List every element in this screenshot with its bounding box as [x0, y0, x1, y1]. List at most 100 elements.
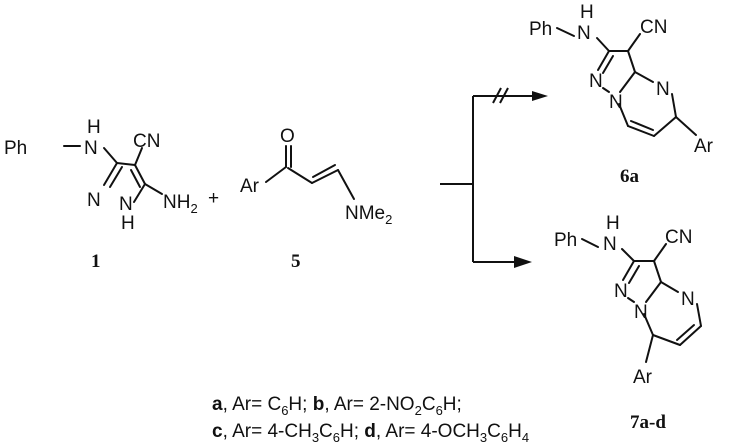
- amine-n-label: N: [84, 138, 98, 159]
- bond: [312, 164, 336, 178]
- aryl-label: Ar: [240, 176, 260, 197]
- subscript-run: 4: [522, 430, 529, 445]
- bond: [133, 183, 146, 203]
- main-arrow-head: [514, 256, 532, 268]
- amine-h-label: H: [580, 2, 594, 23]
- amine-n-label: N: [577, 23, 591, 44]
- series-letter: a: [212, 394, 223, 415]
- amine-n-label: N: [603, 234, 617, 255]
- bond: [627, 125, 655, 137]
- text-run: C: [319, 421, 333, 442]
- text-run: H: [508, 421, 522, 442]
- blocked-slash: [499, 87, 509, 104]
- series-letter: d: [364, 421, 376, 442]
- bond: [628, 265, 640, 284]
- amine-h-label: H: [606, 213, 620, 234]
- compound-5-structure: [265, 145, 355, 200]
- bond: [130, 169, 141, 188]
- bond: [627, 50, 636, 73]
- bond: [596, 37, 610, 52]
- amino-label: NH2: [163, 192, 198, 216]
- nitrile-label: CN: [133, 131, 160, 152]
- compound-5-number: 5: [291, 251, 301, 272]
- ring-nh-label: N: [119, 194, 133, 215]
- text-run: , Ar= 4-OCH: [376, 421, 480, 442]
- ring-n-label: N: [614, 281, 628, 302]
- nitrile-label: CN: [640, 17, 667, 38]
- bond: [660, 281, 679, 293]
- aryl-label: Ar: [694, 136, 714, 157]
- bond: [597, 50, 610, 71]
- ring-n-label: N: [87, 190, 101, 211]
- bridgehead-n-label: N: [609, 92, 623, 113]
- product-6a-number: 6a: [620, 166, 640, 187]
- bond: [653, 243, 667, 262]
- bond: [622, 260, 635, 281]
- text-run: , Ar= C: [223, 394, 282, 415]
- phenyl-label: Ph: [554, 230, 577, 251]
- bond: [671, 93, 677, 118]
- bond: [653, 116, 677, 137]
- bond: [676, 324, 695, 341]
- bond: [627, 33, 641, 52]
- subscript-run: 2: [415, 403, 422, 418]
- product-6a-structure: [556, 27, 697, 137]
- bond: [556, 27, 575, 37]
- subscript-run: 6: [281, 403, 288, 418]
- bond: [134, 164, 146, 185]
- bond: [696, 303, 702, 327]
- bond: [653, 260, 662, 283]
- ring-nh-h-label: H: [121, 213, 135, 234]
- bond: [103, 162, 118, 186]
- bond: [618, 103, 629, 127]
- bond: [652, 334, 681, 346]
- subscript-run: 6: [436, 403, 443, 418]
- series-letter: c: [212, 421, 223, 442]
- bond: [645, 281, 662, 303]
- bond: [265, 166, 287, 183]
- series-letter: b: [313, 394, 325, 415]
- compound-1-number: 1: [91, 251, 101, 272]
- text-run: H;: [288, 394, 312, 415]
- bond: [337, 169, 355, 200]
- bond: [581, 238, 599, 248]
- bond: [619, 71, 636, 93]
- bond: [287, 167, 313, 184]
- bond: [643, 313, 654, 336]
- blocked-arrow-head: [532, 91, 548, 101]
- bond: [144, 183, 163, 195]
- dimethylamino-label: NMe2: [345, 203, 392, 227]
- text-run: , Ar= 4-CH: [223, 421, 312, 442]
- ring-n-label: N: [589, 71, 603, 92]
- subscript-run: 3: [480, 430, 487, 445]
- bond: [621, 248, 635, 262]
- bond: [116, 162, 136, 166]
- bridgehead-n-label: N: [634, 302, 648, 323]
- bond: [645, 334, 654, 363]
- carbonyl-o-label: O: [280, 126, 295, 147]
- pyrimidine-n-label: N: [681, 289, 695, 310]
- bond: [627, 297, 635, 303]
- substituent-line-1: a, Ar= C6H; b, Ar= 2-NO2C6H;: [212, 394, 462, 418]
- bond: [109, 166, 123, 188]
- text-run: H;: [340, 421, 364, 442]
- product-7-structure: [581, 238, 702, 363]
- subscript-run: 6: [333, 430, 340, 445]
- phenyl-label: Ph: [4, 138, 27, 159]
- phenyl-label: Ph: [529, 19, 552, 40]
- bond: [630, 120, 654, 131]
- text-run: C: [422, 394, 436, 415]
- compound-1-structure: [63, 145, 163, 203]
- subscript-run: 6: [501, 430, 508, 445]
- blocked-slash: [492, 87, 502, 104]
- text-run: C: [487, 421, 501, 442]
- aryl-label: Ar: [633, 367, 653, 388]
- bond: [134, 147, 143, 166]
- subscript-run: 3: [312, 430, 319, 445]
- amine-h-label: H: [87, 117, 101, 138]
- reaction-arrows: [440, 87, 548, 268]
- bond: [103, 147, 118, 164]
- plus-sign: +: [208, 188, 219, 209]
